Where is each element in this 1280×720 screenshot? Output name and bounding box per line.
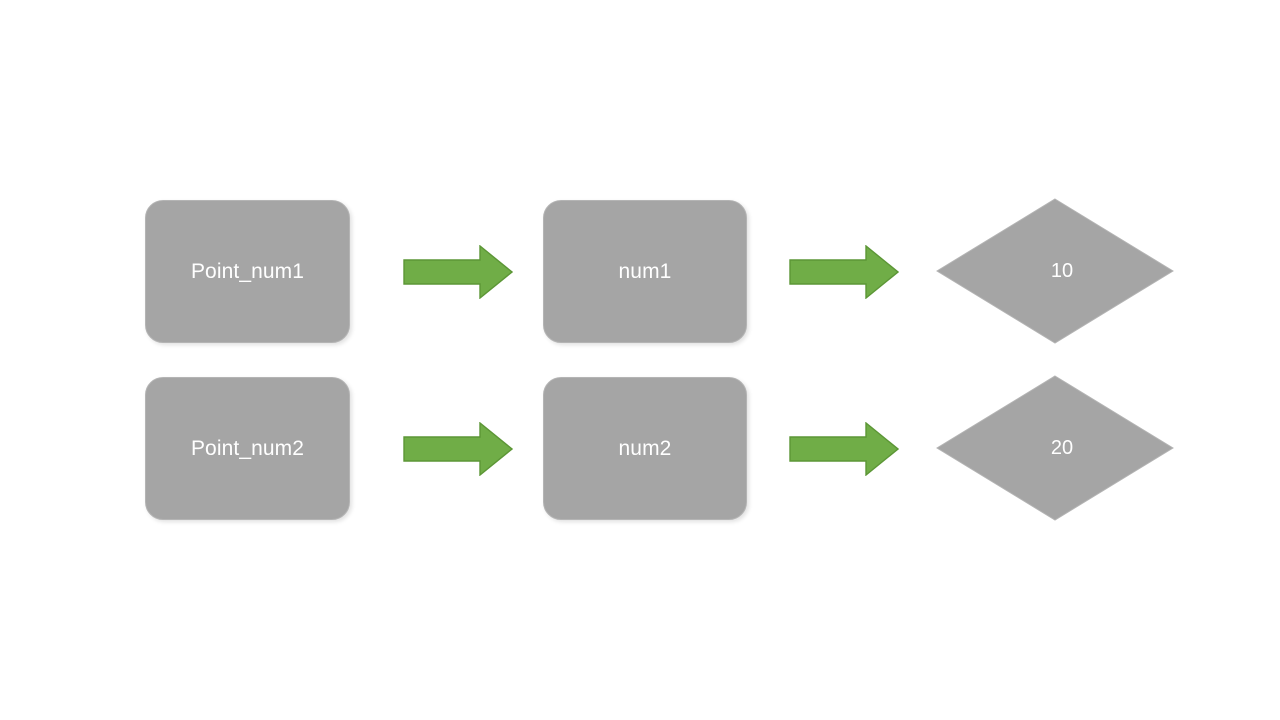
arrow-right-icon (403, 422, 513, 476)
connector-arrow-1 (403, 245, 513, 299)
arrow-right-icon (403, 245, 513, 299)
node-value-20-label: 20 (1050, 437, 1074, 459)
node-num1[interactable]: num1 (543, 200, 747, 343)
node-value-10[interactable]: 10 (936, 198, 1174, 344)
arrow-right-icon (789, 245, 899, 299)
node-num2-label: num2 (618, 437, 672, 460)
diamond-shape-icon (936, 375, 1174, 521)
node-num2[interactable]: num2 (543, 377, 747, 520)
connector-arrow-2 (789, 245, 899, 299)
node-num1-label: num1 (618, 260, 672, 283)
node-point-num2-label: Point_num2 (190, 437, 305, 460)
node-point-num1-label: Point_num1 (190, 260, 305, 283)
node-point-num1[interactable]: Point_num1 (145, 200, 350, 343)
node-point-num2[interactable]: Point_num2 (145, 377, 350, 520)
connector-arrow-3 (403, 422, 513, 476)
diamond-shape-icon (936, 198, 1174, 344)
arrow-right-icon (789, 422, 899, 476)
node-value-10-label: 10 (1050, 260, 1074, 282)
node-value-20[interactable]: 20 (936, 375, 1174, 521)
connector-arrow-4 (789, 422, 899, 476)
